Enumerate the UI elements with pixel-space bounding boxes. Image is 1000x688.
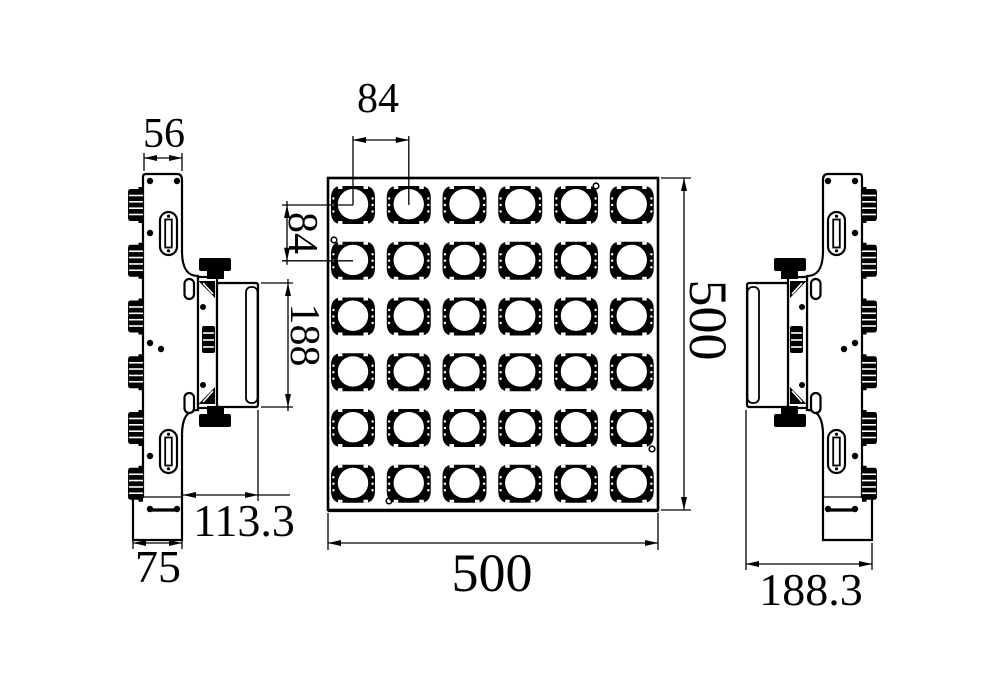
dim-panel-width: 500 — [327, 513, 659, 603]
led-module — [554, 409, 598, 447]
led-module — [609, 353, 654, 392]
dim-label-bracket-height: 188 — [281, 304, 327, 367]
led-module — [498, 409, 543, 447]
dim-pitch-x: 84 — [352, 76, 410, 205]
dim-total-depth: 188.3 — [745, 410, 873, 615]
dim-pitch-y: 84 — [279, 201, 353, 265]
dim-label-pitch-y: 84 — [279, 212, 325, 254]
led-module — [442, 186, 487, 224]
led-module — [331, 297, 375, 336]
mounting-hole — [648, 445, 656, 453]
left-side-view — [127, 172, 260, 542]
led-module — [386, 353, 431, 392]
mounting-hole — [592, 182, 600, 190]
led-module — [442, 241, 487, 280]
dimensions: 84 84 56 188 — [132, 76, 873, 615]
lens-knob — [127, 464, 144, 503]
led-module — [442, 409, 487, 447]
led-module — [498, 297, 543, 336]
dim-side-width: 56 — [143, 111, 185, 171]
led-module — [442, 464, 487, 503]
dim-label-side-width: 56 — [143, 111, 185, 157]
clamp-knob-bottom — [199, 414, 231, 427]
led-module — [498, 241, 543, 280]
led-module — [609, 464, 654, 503]
dim-label-bracket-depth: 113.3 — [193, 495, 295, 546]
mounting-hole — [385, 497, 393, 505]
led-module — [609, 186, 654, 224]
dim-bracket-depth: 113.3 — [183, 410, 295, 546]
led-module — [498, 464, 543, 503]
bracket-lip — [245, 286, 259, 404]
dim-foot-depth: 75 — [132, 540, 183, 592]
led-module — [609, 409, 654, 447]
latch-slot-top — [158, 210, 179, 257]
led-module — [609, 297, 654, 336]
led-module — [386, 241, 431, 280]
led-module — [442, 297, 487, 336]
lens-knob — [127, 409, 144, 447]
led-module — [498, 186, 543, 224]
lens-knob — [127, 297, 144, 336]
led-module — [386, 297, 431, 336]
led-module — [609, 241, 654, 280]
dim-label-panel-width: 500 — [452, 543, 533, 603]
dim-label-total-depth: 188.3 — [759, 564, 863, 615]
led-module — [386, 464, 431, 503]
panel-outline — [326, 176, 660, 512]
dim-panel-height: 500 — [661, 177, 738, 511]
side-plate-outline — [131, 172, 200, 542]
led-module — [331, 464, 375, 503]
led-module — [498, 353, 543, 392]
led-module — [442, 353, 487, 392]
dim-bracket-height: 188 — [261, 279, 327, 411]
lens-knob — [127, 186, 144, 224]
clamp-knob-top — [199, 258, 231, 271]
lens-knob — [127, 241, 144, 280]
dim-label-foot-depth: 75 — [135, 541, 181, 592]
led-module — [554, 464, 598, 503]
led-module — [331, 353, 375, 392]
led-module — [554, 297, 598, 336]
led-module — [554, 241, 598, 280]
led-module — [386, 409, 431, 447]
lens-knob — [127, 353, 144, 392]
mounting-hole — [330, 236, 338, 244]
right-side-view — [747, 174, 877, 540]
led-module — [554, 353, 598, 392]
latch-slot-bottom — [158, 428, 179, 475]
dim-label-pitch-x: 84 — [357, 76, 399, 122]
led-module — [331, 409, 375, 447]
front-view — [326, 176, 660, 513]
led-module — [554, 186, 598, 224]
lens-knob-column — [127, 186, 144, 503]
dim-label-panel-height: 500 — [678, 280, 738, 361]
